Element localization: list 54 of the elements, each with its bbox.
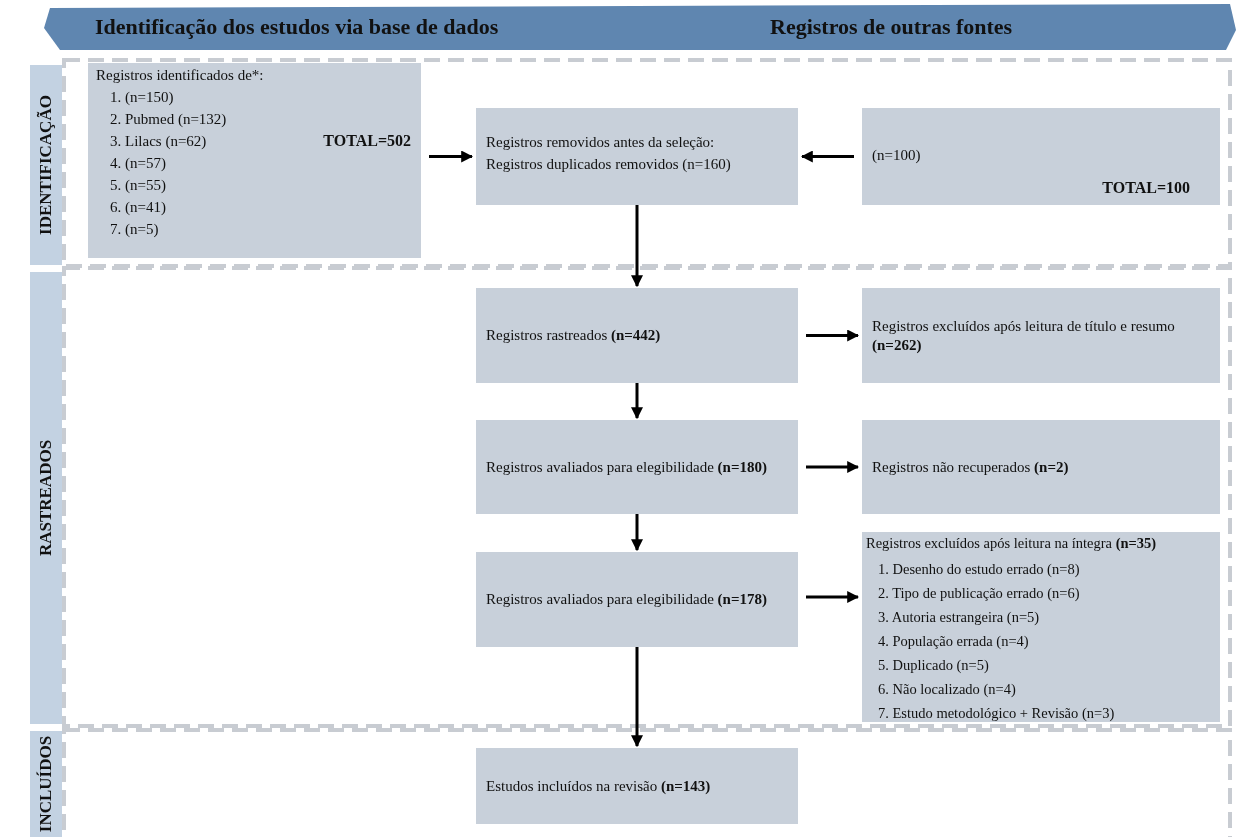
phase-band — [30, 65, 62, 265]
arrow — [429, 150, 474, 163]
process-box — [476, 552, 798, 647]
list-item: 5. (n=55) — [110, 176, 166, 195]
list-item: 2. Tipo de publicação errado (n=6) — [878, 584, 1080, 603]
box-text: Registros duplicados removidos (n=160) — [486, 155, 732, 174]
arrow — [631, 205, 643, 288]
column-heading: Registros de outras fontes — [770, 14, 1013, 40]
list-item: 1. Desenho do estudo errado (n=8) — [878, 560, 1080, 579]
arrow — [806, 461, 860, 473]
phase-label: INCLUÍDOS — [36, 735, 57, 833]
phase-band — [30, 272, 62, 724]
phase-label: RASTREADOS — [36, 439, 57, 557]
process-box — [476, 420, 798, 514]
list-item: 6. (n=41) — [110, 198, 166, 217]
process-box — [88, 63, 421, 258]
process-box — [862, 288, 1220, 383]
box-text: Registros avaliados para elegibilidade (n=180) — [486, 457, 768, 477]
process-box — [862, 420, 1220, 514]
list-item: 2. Pubmed (n=132) — [110, 110, 227, 129]
column-heading: Identificação dos estudos via base de dados — [95, 14, 499, 40]
process-box — [476, 748, 798, 824]
list-item: 1. (n=150) — [110, 88, 174, 107]
arrow — [800, 150, 854, 163]
box-text: Registros excluídos após leitura de título e resumo (n=262) — [872, 316, 1176, 355]
list-item: 3. Autoria estrangeira (n=5) — [878, 608, 1040, 627]
total-text: TOTAL=100 — [1102, 178, 1190, 198]
box-heading: Registros identificados de*: — [96, 66, 264, 85]
list-item: 5. Duplicado (n=5) — [878, 656, 989, 675]
arrow — [631, 647, 643, 748]
box-text: (n=100) — [872, 146, 921, 165]
box-text: Registros rastreados (n=442) — [486, 326, 662, 345]
box-text: Registros removidos antes da seleção: — [486, 133, 716, 152]
process-box — [476, 288, 798, 383]
phase-label: IDENTIFICAÇÃO — [35, 95, 56, 235]
arrow — [806, 329, 860, 342]
process-box — [862, 532, 1220, 722]
list-item: 4. População errada (n=4) — [878, 632, 1029, 651]
process-box — [862, 108, 1220, 205]
list-item: 6. Não localizado (n=4) — [878, 680, 1016, 699]
arrow — [631, 514, 643, 552]
phase-band — [30, 731, 62, 837]
box-heading: Registros excluídos após leitura na íntegra (n=35) — [866, 534, 1157, 553]
box-text: Registros avaliados para elegibilidade (n=178) — [486, 590, 768, 609]
arrow — [806, 591, 860, 603]
list-item: 3. Lilacs (n=62) — [110, 132, 207, 151]
total-text: TOTAL=502 — [323, 131, 411, 151]
list-item: 7. (n=5) — [110, 220, 159, 239]
list-item: 4. (n=57) — [110, 154, 166, 173]
list-item: 7. Estudo metodológico + Revisão (n=3) — [878, 704, 1115, 723]
box-text: Registros não recuperados (n=2) — [872, 457, 1070, 477]
arrow — [631, 383, 643, 420]
process-box — [476, 108, 798, 205]
box-text: Estudos incluídos na revisão (n=143) — [486, 776, 712, 796]
